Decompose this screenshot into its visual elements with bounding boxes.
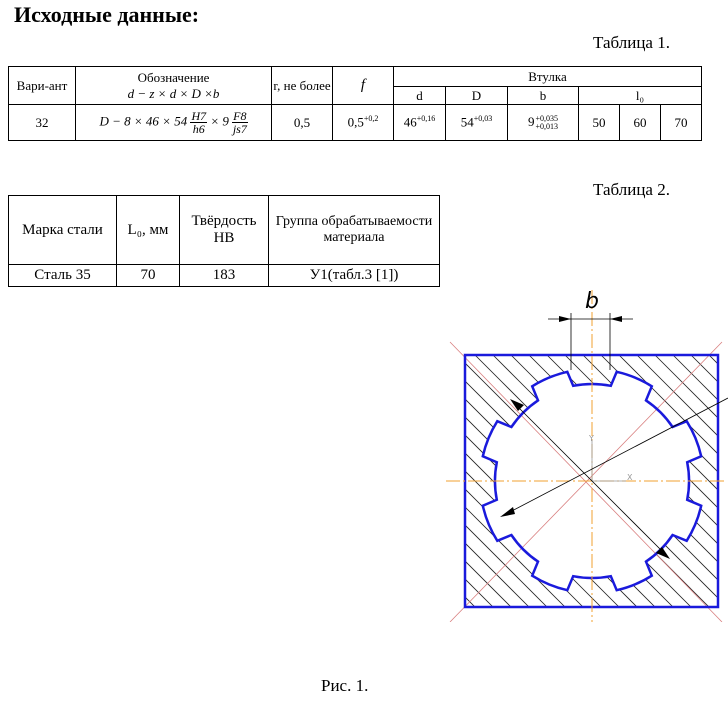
hatch-line — [465, 355, 648, 607]
cell-l0-2: 60 — [619, 104, 661, 141]
dim-arrow-D2 — [656, 547, 670, 559]
header-designation-formula: d − z × d × D ×b — [127, 85, 220, 101]
cell-hardness: 183 — [179, 264, 269, 287]
header-hardness: Твёрдость НВ — [179, 195, 269, 265]
x-axis-label: X — [627, 473, 633, 482]
header-designation-title: Обозначение — [137, 69, 210, 85]
dim-line-D — [517, 406, 669, 558]
hatch-line — [465, 355, 576, 607]
dim-arrow-b-right — [610, 316, 622, 322]
table2-caption: Таблица 2. — [593, 180, 670, 199]
header-r: r, не более — [271, 66, 333, 105]
hatch-line — [465, 355, 504, 607]
spline-profile — [481, 370, 703, 592]
cell-f: 0,5+0,2 — [332, 104, 394, 141]
hatch-line — [465, 355, 718, 607]
header-l0: l₀ — [578, 86, 702, 105]
center-diagonal-2 — [449, 341, 723, 622]
header-f: f — [332, 66, 394, 105]
cell-steel: Сталь 35 — [8, 264, 117, 287]
hatch-line — [465, 355, 540, 607]
header-D: D — [445, 86, 508, 105]
hatch-line — [652, 355, 718, 607]
header-b: b — [507, 86, 579, 105]
designation-mid: × 9 — [210, 113, 229, 129]
y-axis-label: Y — [588, 434, 594, 443]
hatch-line — [465, 355, 486, 607]
hatch-line — [688, 355, 718, 607]
dim-arrow-D1 — [510, 399, 524, 411]
figure-caption: Рис. 1. — [321, 676, 369, 695]
cell-b: 9+0,035+0,013 — [507, 104, 579, 141]
header-group: Группа обрабатываемости материала — [268, 195, 440, 265]
table1-caption: Таблица 1. — [593, 33, 670, 52]
hatch-line — [634, 355, 718, 607]
hatch-line — [465, 355, 594, 607]
dim-arrow-d — [500, 507, 515, 517]
header-variant: Вари-ант — [8, 66, 76, 105]
hatch-line — [465, 355, 522, 607]
header-designation: Обозначение d − z × d × D ×b — [75, 66, 272, 105]
cell-d: 46+0,16 — [393, 104, 446, 141]
header-steel: Марка стали — [8, 195, 117, 265]
cell-variant: 32 — [8, 104, 76, 141]
cell-group: У1(табл.3 [1]) — [268, 264, 440, 287]
dim-line-d — [507, 397, 728, 514]
cell-L0: 70 — [116, 264, 180, 287]
header-d: d — [393, 86, 446, 105]
dim-label-b: b — [585, 289, 599, 314]
designation-prefix: D − 8 × 46 × 54 — [99, 113, 188, 129]
hatch-line — [465, 355, 630, 607]
dim-arrow-b-left — [559, 316, 571, 322]
header-L0: L₀, мм — [116, 195, 180, 265]
spline-section-drawing: Y X b — [446, 289, 728, 622]
cell-l0-1: 50 — [578, 104, 620, 141]
hatch-line — [508, 355, 718, 607]
header-bush: Втулка — [393, 66, 702, 87]
table-1: Вари-ант Обозначение d − z × d × D ×b r,… — [8, 66, 702, 141]
cell-r: 0,5 — [271, 104, 333, 141]
cell-l0-3: 70 — [660, 104, 702, 141]
cell-D: 54+0,03 — [445, 104, 508, 141]
hatch-line — [616, 355, 718, 607]
table-2: Марка стали L₀, мм Твёрдость НВ Группа о… — [8, 195, 440, 287]
hatch-line — [465, 355, 558, 607]
page-heading: Исходные данные: — [14, 2, 200, 27]
